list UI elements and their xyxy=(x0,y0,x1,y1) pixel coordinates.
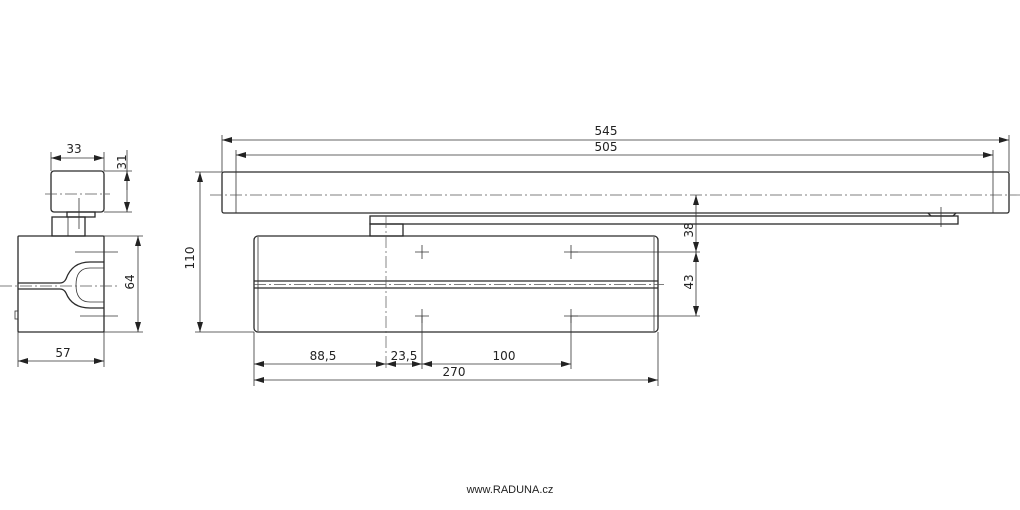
dim-88-5: 88,5 xyxy=(310,349,337,363)
closer-body xyxy=(253,235,659,333)
dim-100: 100 xyxy=(493,349,516,363)
dim-31: 31 xyxy=(115,154,129,169)
side-body xyxy=(17,235,105,333)
dim-43: 43 xyxy=(682,274,696,289)
dim-23-5: 23,5 xyxy=(391,349,418,363)
dim-57: 57 xyxy=(55,346,70,360)
side-u-slot xyxy=(18,261,104,284)
website-footer: www.RADUNA.cz xyxy=(466,484,554,496)
arm-block xyxy=(369,223,404,237)
arm-slider xyxy=(927,212,957,217)
dim-64: 64 xyxy=(123,274,137,289)
mounting-holes xyxy=(415,245,578,323)
side-washer xyxy=(66,211,96,218)
side-neck xyxy=(51,216,86,237)
dim-110: 110 xyxy=(183,247,197,270)
side-view: 33 31 64 57 xyxy=(0,142,143,367)
dim-33: 33 xyxy=(66,142,81,156)
arm xyxy=(369,215,959,225)
dim-270: 270 xyxy=(443,365,466,379)
slide-rail xyxy=(221,171,1010,214)
dim-545: 545 xyxy=(595,124,618,138)
side-top-block xyxy=(50,170,105,213)
dim-38: 38 xyxy=(682,222,696,237)
dim-505: 505 xyxy=(595,140,618,154)
front-view: 38 43 545 505 110 88,5 23,5 100 270 xyxy=(183,124,1020,386)
